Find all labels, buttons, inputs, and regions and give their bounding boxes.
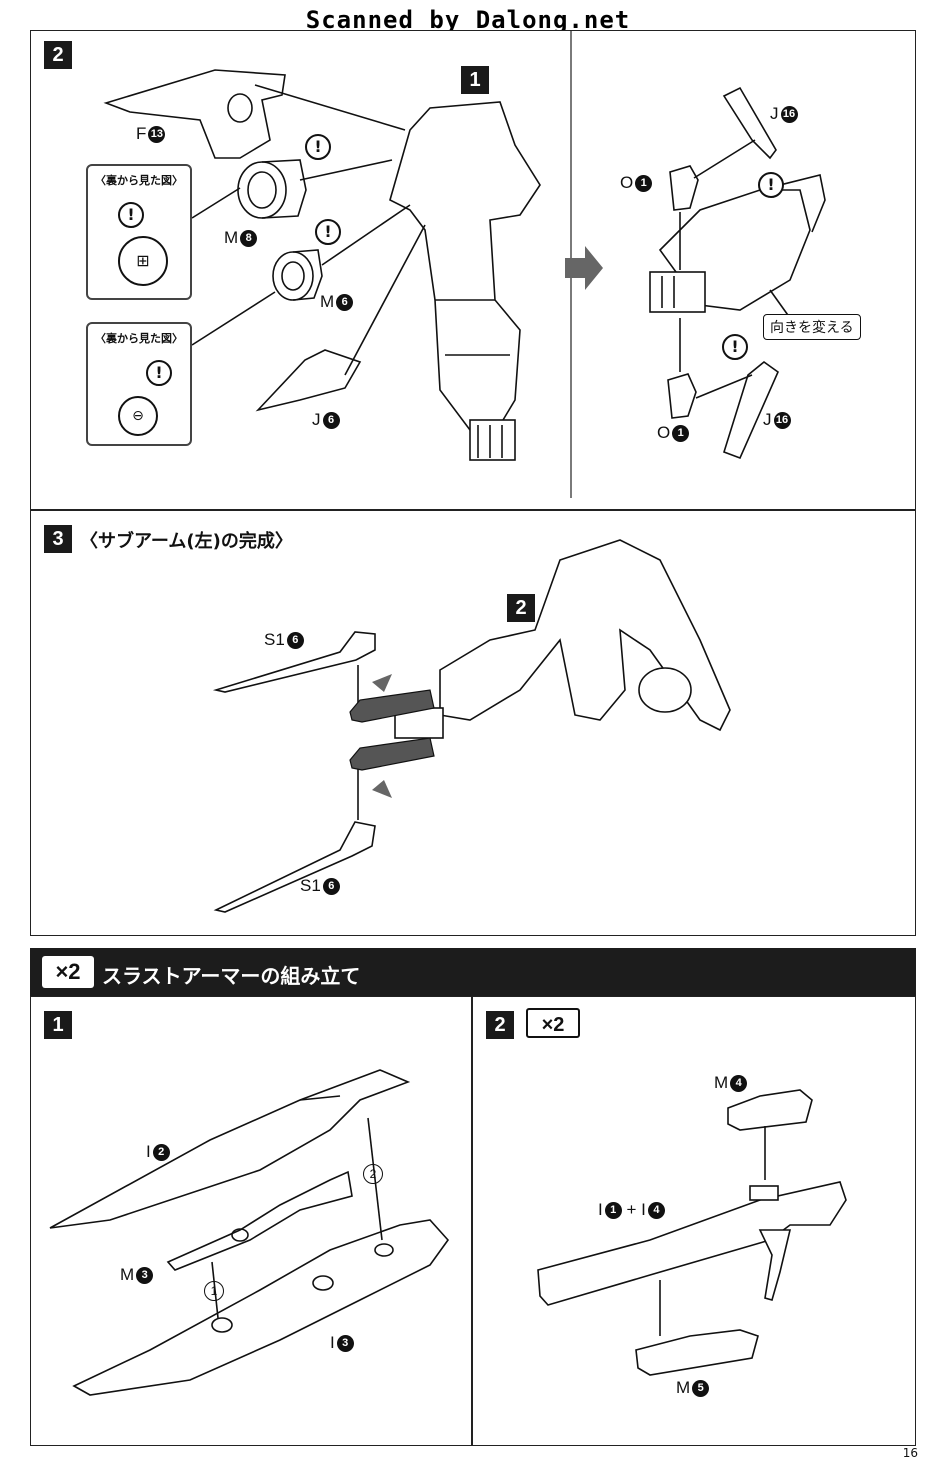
scanner-watermark: Scanned by Dalong.net <box>305 6 631 34</box>
part-number-badge: 8 <box>240 230 258 248</box>
part-number-badge: 2 <box>152 1144 170 1162</box>
caution-icon: ! <box>118 202 144 228</box>
page-number: 16 <box>902 1446 918 1460</box>
caution-icon: ! <box>146 360 172 386</box>
callout-title: 〈裏から見た図〉 <box>95 332 183 345</box>
part-number-badge: 3 <box>136 1267 154 1285</box>
section-title-bar <box>30 948 916 996</box>
part-number-badge: 4 <box>730 1075 748 1093</box>
part-number-badge: 5 <box>692 1380 710 1398</box>
part-number-badge: 1 <box>635 175 653 193</box>
sub1-number: 1 <box>44 1011 72 1039</box>
order-mark-1: 1 <box>204 1280 224 1301</box>
part-number-badge: 3 <box>336 1335 354 1353</box>
back-view-callout-bottom: 〈裏から見た図〉 ! ⊖ <box>86 322 192 446</box>
section-title: スラストアーマーの組み立て <box>102 964 361 988</box>
part-number-badge: 6 <box>322 878 340 896</box>
callout-title: 〈裏から見た図〉 <box>95 174 183 187</box>
part-number-badge: 16 <box>773 412 791 430</box>
caution-icon: ! <box>758 172 784 198</box>
caution-icon: ! <box>722 334 748 360</box>
step2-substep-badge: 1 <box>461 66 489 94</box>
part-number-badge: 6 <box>322 412 340 430</box>
caution-icon: ! <box>305 134 331 160</box>
sub2-multiplier: ×2 <box>526 1008 580 1038</box>
part-number-badge: 4 <box>647 1202 665 1220</box>
section-multiplier: ×2 <box>42 956 94 988</box>
caution-icon: ! <box>315 219 341 245</box>
sub2-number: 2 <box>486 1011 514 1039</box>
part-number-badge: 1 <box>604 1202 622 1220</box>
orientation-note: 向きを変える <box>763 314 861 340</box>
step3-number: 3 <box>44 525 72 553</box>
back-view-ring-icon: ⊞ <box>118 236 168 286</box>
part-number-badge: 16 <box>780 106 798 124</box>
part-number-badge: 6 <box>286 632 304 650</box>
sub2-panel <box>472 996 916 1446</box>
back-view-callout-top: 〈裏から見た図〉 ! ⊞ <box>86 164 192 300</box>
back-view-ring-icon: ⊖ <box>118 396 158 436</box>
part-number-badge: 1 <box>672 425 690 443</box>
part-number-badge: 13 <box>148 126 166 144</box>
part-number-badge: 6 <box>336 294 354 312</box>
order-mark-2: 2 <box>363 1163 383 1184</box>
step3-badge: 2 <box>507 594 535 622</box>
step3-title: 〈サブアーム(左)の完成〉 <box>80 531 293 552</box>
step3-panel <box>30 510 916 936</box>
step2-number: 2 <box>44 41 72 69</box>
